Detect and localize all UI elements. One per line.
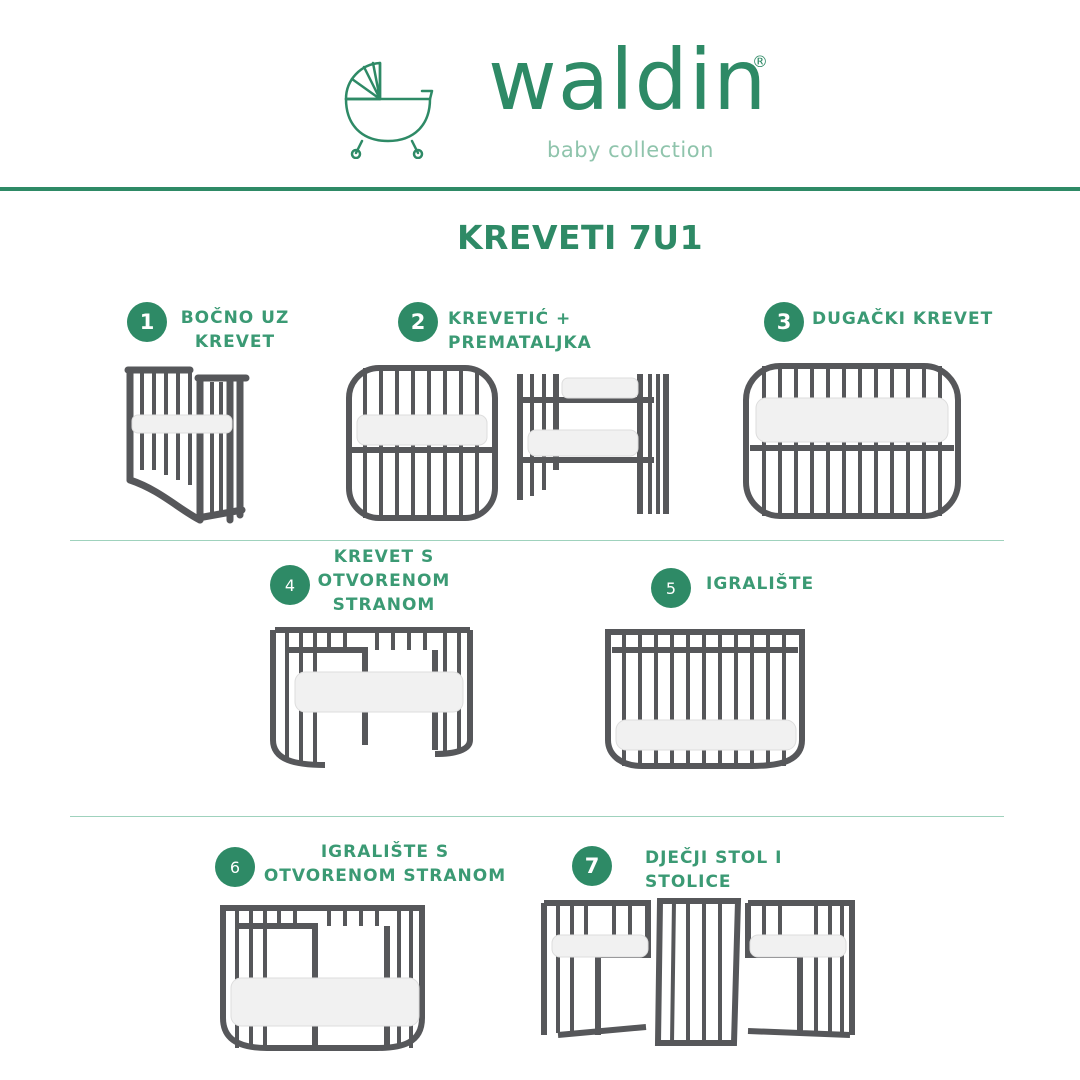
step-badge-3: 3 — [764, 302, 804, 342]
bed-open-side-icon — [270, 627, 473, 768]
side-sleeper-crib-icon — [124, 366, 250, 524]
step-label-3: DUGAČKI KREVET — [812, 309, 994, 329]
step-badge-6: 6 — [215, 847, 255, 887]
step-label-7: DJEČJI STOL I STOLICE — [645, 848, 783, 892]
step-label-6: IGRALIŠTE S OTVORENOM STRANOM — [263, 842, 507, 886]
baby-carriage-icon — [344, 61, 434, 159]
row-divider-1 — [70, 540, 1004, 541]
table-and-chairs-icon — [541, 898, 855, 1046]
header-divider — [0, 187, 1080, 191]
step-badge-5: 5 — [651, 568, 691, 608]
changing-table-icon — [517, 374, 669, 514]
step-label-1: BOČNO UZ KREVET — [180, 308, 290, 352]
step-badge-7: 7 — [572, 846, 612, 886]
playpen-icon — [605, 629, 805, 769]
step-label-5: IGRALIŠTE — [706, 574, 815, 594]
long-oval-bed-icon — [743, 363, 961, 519]
row-divider-2 — [70, 816, 1004, 817]
brand-tagline: baby collection — [547, 138, 714, 162]
page-title: KREVETI 7U1 — [456, 218, 704, 257]
step-badge-1: 1 — [127, 302, 167, 342]
registered-mark: ® — [752, 52, 768, 71]
playpen-open-side-icon — [220, 905, 425, 1051]
brand-name: waldin — [488, 31, 768, 129]
step-label-4: KREVET S OTVORENOM STRANOM — [317, 547, 451, 615]
oval-crib-icon — [346, 365, 498, 521]
step-badge-2: 2 — [398, 302, 438, 342]
step-label-2: KREVETIĆ + PREMATALJKA — [448, 309, 592, 353]
step-badge-4: 4 — [270, 565, 310, 605]
